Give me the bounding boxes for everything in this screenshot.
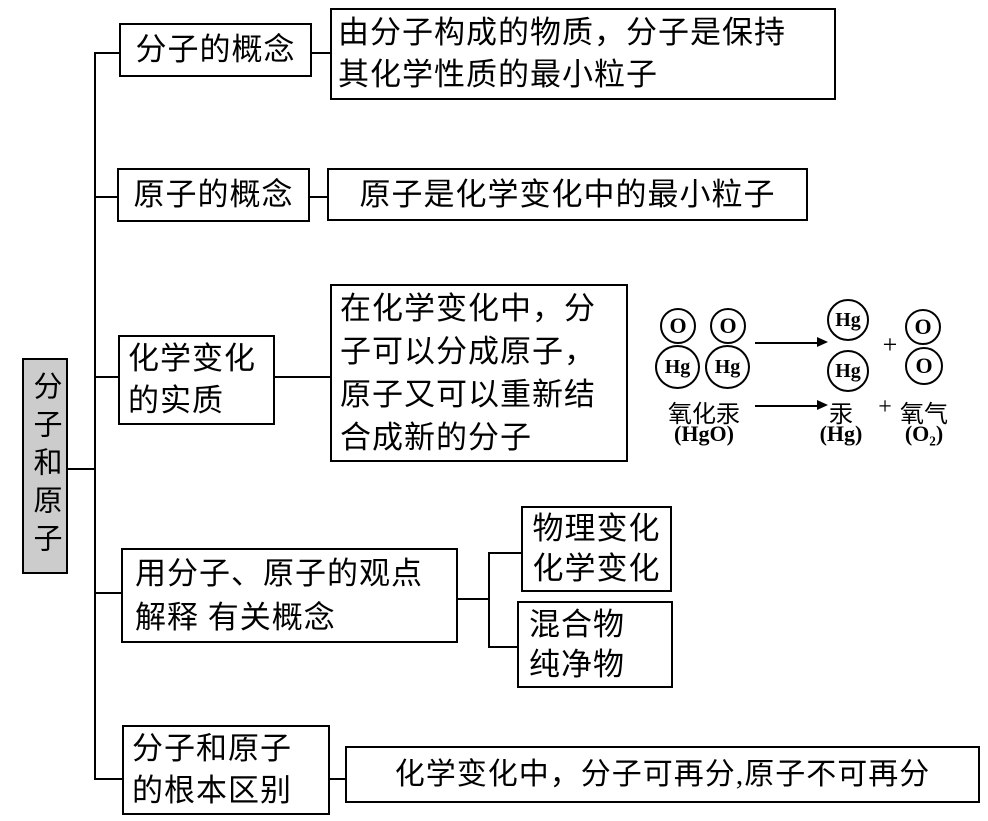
atom-hg-circle: Hg xyxy=(827,350,869,392)
atom-o-circle: O xyxy=(710,308,746,344)
reactant-name-label: 氧化汞 xyxy=(668,402,740,428)
atom-hg-circle: Hg xyxy=(655,345,700,389)
connector-branch5-desc xyxy=(330,778,345,780)
reactant-formula-label: (HgO) xyxy=(674,421,734,446)
connector-branch3 xyxy=(94,376,118,378)
trunk-line xyxy=(94,52,96,780)
plus-sign: + xyxy=(878,394,892,420)
desc-fundamental-difference: 化学变化中，分子可再分,原子不可再分 xyxy=(345,746,980,803)
connector-branch2 xyxy=(94,196,117,198)
node-explain-concepts: 用分子、原子的观点 解释 有关概念 xyxy=(121,548,458,643)
connector-branch1-desc xyxy=(312,52,330,54)
atom-o-circle: O xyxy=(905,309,941,345)
atom-hg-circle: Hg xyxy=(705,345,750,389)
product1-formula-label: (Hg) xyxy=(819,421,863,446)
desc-chemical-change-essence: 在化学变化中，分 子可以分成原子， 原子又可以重新结 合成新的分子 xyxy=(330,284,628,462)
node-physical-chemical-change: 物理变化 化学变化 xyxy=(521,506,672,592)
node-mixture-pure-substance: 混合物 纯净物 xyxy=(517,601,673,688)
product1-name-label: 汞 xyxy=(829,402,853,428)
desc-molecule-concept: 由分子构成的物质，分子是保持 其化学性质的最小粒子 xyxy=(330,8,836,100)
atom-o-circle: O xyxy=(660,308,696,344)
connector-branch2-desc xyxy=(310,196,327,198)
product2-name-label: 氧气 xyxy=(900,402,948,428)
connector-child1 xyxy=(488,552,521,554)
node-molecule-concept: 分子的概念 xyxy=(119,23,312,77)
connector-root-to-trunk xyxy=(68,468,94,470)
node-fundamental-difference: 分子和原子 的根本区别 xyxy=(122,725,330,815)
atom-hg-circle: Hg xyxy=(827,299,869,341)
reaction-arrow-icon xyxy=(755,337,828,347)
node-atom-concept: 原子的概念 xyxy=(117,168,310,222)
node-chemical-change-essence: 化学变化 的实质 xyxy=(118,335,275,425)
connector-branch4-vertical xyxy=(488,552,490,648)
connector-branch4-children xyxy=(458,598,488,600)
atom-o-circle: O xyxy=(905,347,943,385)
product2-formula-label: (O₂) xyxy=(904,421,944,446)
connector-branch5 xyxy=(94,778,122,780)
reaction-arrow-icon xyxy=(755,400,828,410)
connector-branch3-desc xyxy=(275,376,330,378)
plus-sign: + xyxy=(882,330,898,359)
connector-branch4 xyxy=(94,592,121,594)
desc-atom-concept: 原子是化学变化中的最小粒子 xyxy=(327,168,808,221)
root-node-molecules-and-atoms: 分子和原子 xyxy=(22,358,68,574)
connector-child2 xyxy=(488,646,517,648)
connector-branch1 xyxy=(94,52,119,54)
